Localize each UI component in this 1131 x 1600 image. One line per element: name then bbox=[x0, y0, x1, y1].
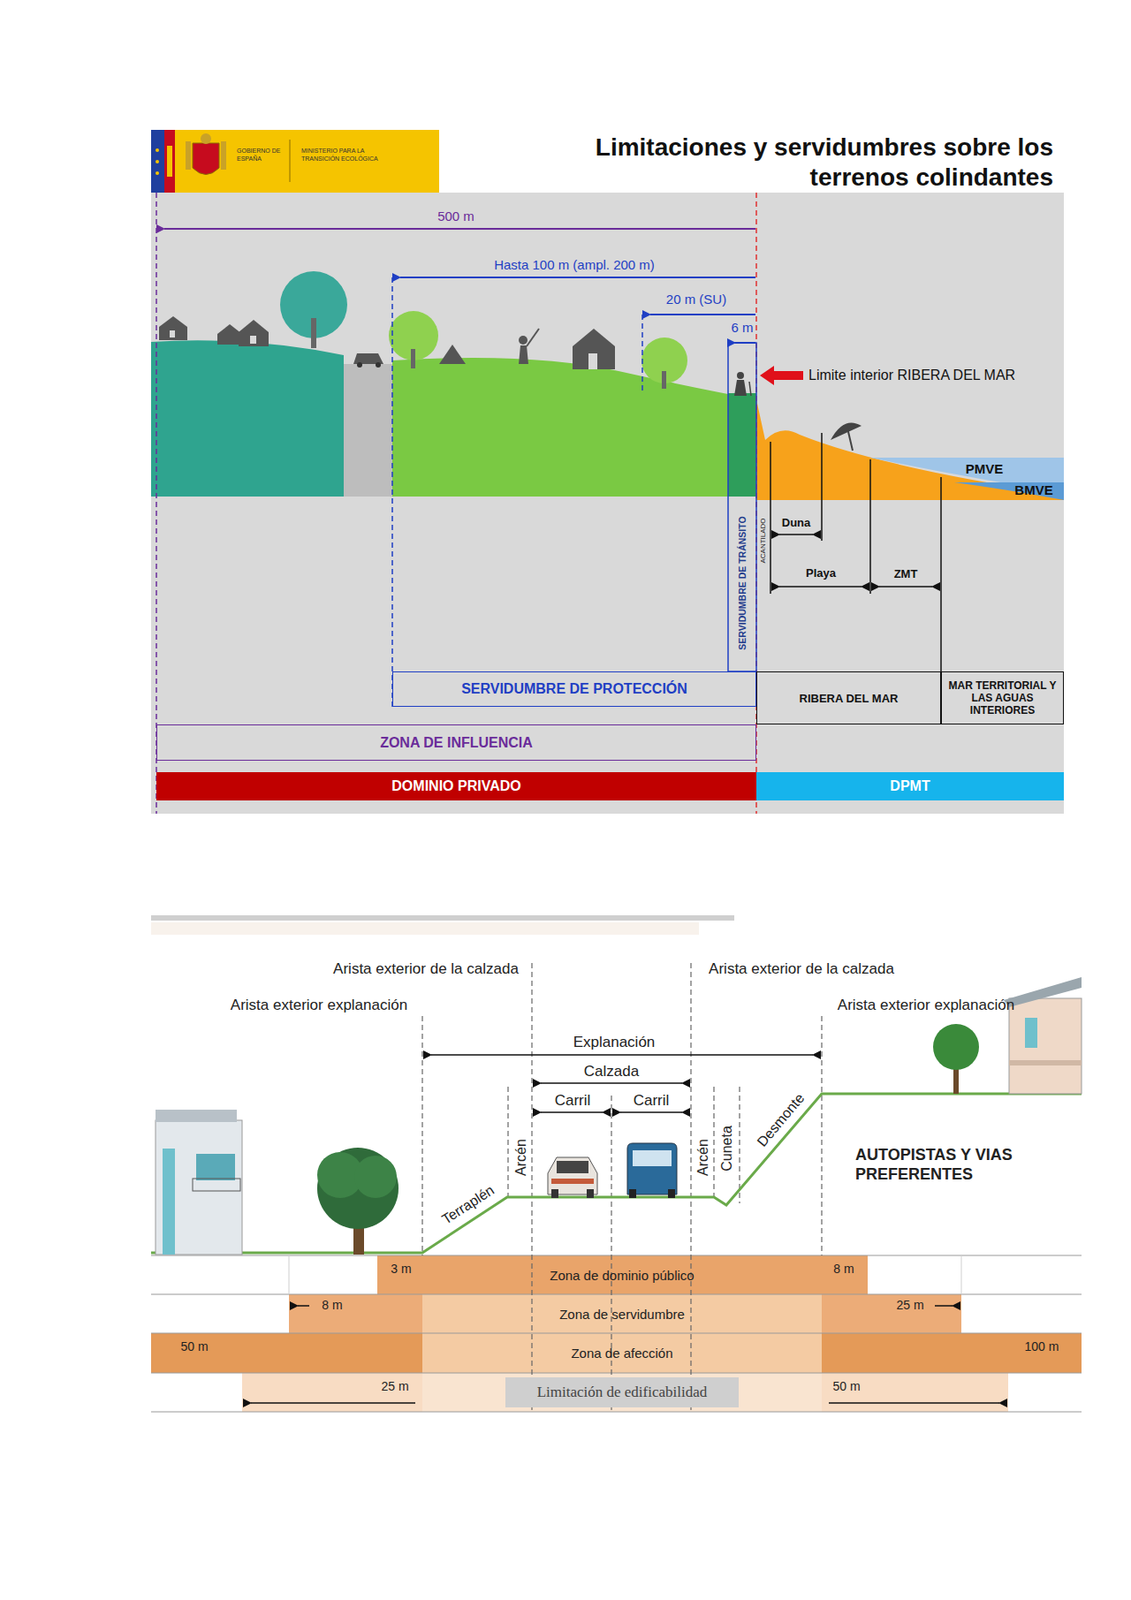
label-text: Arista exterior de la calzada bbox=[708, 960, 895, 979]
node-text: SERVIDUMBRE DE PROTECCIÓN bbox=[461, 681, 688, 698]
label-text: Arista exterior explanación bbox=[230, 996, 408, 1015]
label-text: Arista exterior de la calzada bbox=[333, 960, 519, 979]
label-text: Cuneta bbox=[719, 1125, 736, 1172]
label-text: 8 m bbox=[833, 1261, 854, 1276]
node-text: Zona de servidumbre bbox=[559, 1306, 685, 1322]
node-text: Limitación de edificabilidad bbox=[537, 1383, 708, 1402]
label-text: Terraplén bbox=[439, 1182, 498, 1229]
label-text: 25 m bbox=[895, 1297, 924, 1313]
label-text: 100 m bbox=[1024, 1339, 1060, 1354]
label-text: 8 m bbox=[321, 1297, 342, 1313]
shore-box: RIBERA DEL MAR bbox=[756, 671, 942, 725]
label-text: MINISTERIO PARA LA TRANSICIÓN ECOLÓGICA bbox=[301, 146, 399, 163]
label-text: GOBIERNO DE ESPAÑA bbox=[236, 146, 287, 163]
label-text: 25 m bbox=[380, 1379, 409, 1394]
node-text: Zona de afección bbox=[570, 1345, 673, 1361]
label-text: ACANTILADO bbox=[759, 517, 767, 563]
label-text: 3 m bbox=[390, 1261, 411, 1276]
label-text: Playa bbox=[805, 567, 836, 581]
label-text: 50 m bbox=[180, 1339, 208, 1354]
label-text: Duna bbox=[781, 516, 812, 531]
label-text: Desmonte bbox=[754, 1090, 809, 1151]
label-text: Arista exterior explanación bbox=[837, 996, 1015, 1015]
node-text: Zona de dominio público bbox=[549, 1267, 694, 1283]
label-text: Explanación bbox=[573, 1033, 656, 1052]
sea-box: MAR TERRITORIAL Y LAS AGUAS INTERIORES bbox=[941, 671, 1064, 725]
label-text: Arcén bbox=[695, 1138, 712, 1177]
node-text: ZONA DE INFLUENCIA bbox=[379, 735, 533, 752]
label-text: Arcén bbox=[513, 1138, 530, 1177]
influence-zone-box: ZONA DE INFLUENCIA bbox=[156, 724, 757, 761]
label-text: 500 m bbox=[437, 208, 475, 224]
protection-zone-box: SERVIDUMBRE DE PROTECCIÓN bbox=[392, 671, 757, 707]
label-text: Limite interior RIBERA DEL MAR bbox=[808, 367, 1016, 384]
node-text: MAR TERRITORIAL Y LAS AGUAS INTERIORES bbox=[947, 679, 1058, 717]
label-text: 50 m bbox=[832, 1379, 860, 1394]
label-text: Carril bbox=[633, 1092, 670, 1110]
private-domain-band: DOMINIO PRIVADO bbox=[156, 772, 757, 801]
node-text: DPMT bbox=[889, 778, 930, 795]
label-text: AUTOPISTAS Y VIAS PREFERENTES bbox=[855, 1145, 1033, 1185]
label-text: PMVE bbox=[965, 461, 1004, 477]
road-band: Limitación de edificabilidad bbox=[505, 1377, 739, 1408]
diagram-title: Limitaciones y servidumbres sobre los te… bbox=[523, 132, 1054, 193]
label-text: ZMT bbox=[894, 568, 919, 582]
label-text: 20 m (SU) bbox=[666, 291, 727, 307]
label-text: 6 m bbox=[730, 319, 753, 335]
road-band: Zona de dominio público bbox=[422, 1255, 822, 1295]
label-text: BMVE bbox=[1014, 482, 1053, 498]
road-band: Zona de servidumbre bbox=[422, 1294, 822, 1334]
label-text: Carril bbox=[554, 1092, 592, 1110]
label-text: SERVIDUMBRE DE TRÁNSITO bbox=[736, 516, 748, 650]
label-text: Hasta 100 m (ampl. 200 m) bbox=[493, 257, 655, 273]
label-text: Calzada bbox=[584, 1062, 639, 1081]
road-band: Zona de afección bbox=[422, 1333, 822, 1374]
public-domain-band: DPMT bbox=[756, 772, 1064, 801]
node-text: RIBERA DEL MAR bbox=[799, 691, 899, 706]
node-text: DOMINIO PRIVADO bbox=[391, 778, 521, 795]
